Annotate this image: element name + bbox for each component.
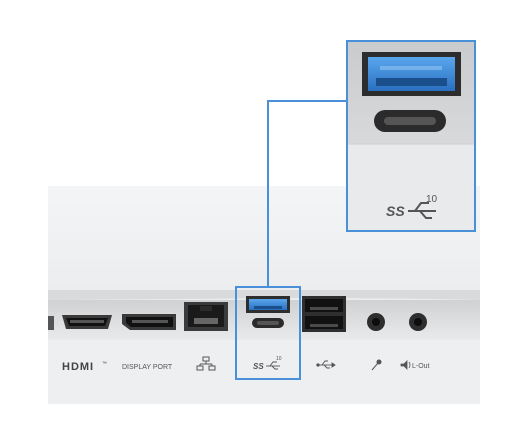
zoom-ss-label: SS (386, 203, 405, 219)
line-out-label: L-Out (412, 363, 430, 370)
microphone-icon (371, 359, 382, 371)
partial-port (48, 316, 54, 330)
displayport-label: DISPLAY PORT (122, 364, 173, 371)
usb-c-port (252, 318, 284, 328)
ss10-label: SS (253, 362, 264, 371)
line-out-icon (400, 360, 411, 370)
usb-a-blue-port (246, 296, 290, 313)
hdmi-port (62, 315, 112, 329)
hdmi-label: HDMI (62, 361, 94, 373)
zoom-callout-border (346, 40, 476, 232)
hdmi-tm-label: ™ (102, 361, 107, 367)
displayport-port (122, 314, 176, 330)
zoom-callout: SS 10 (346, 40, 476, 232)
line-out-jack (409, 313, 427, 331)
zoom-usb-trident-icon (408, 202, 436, 219)
usb-a-double-port (302, 296, 346, 332)
zoom-ss-number: 10 (426, 194, 438, 205)
ethernet-port (184, 302, 228, 331)
callout-connector (267, 100, 347, 287)
lan-icon (196, 356, 216, 371)
ss10-number: 10 (276, 356, 282, 362)
usb-icon (316, 360, 336, 369)
mic-jack (367, 313, 385, 331)
usb-trident-icon (266, 361, 280, 370)
